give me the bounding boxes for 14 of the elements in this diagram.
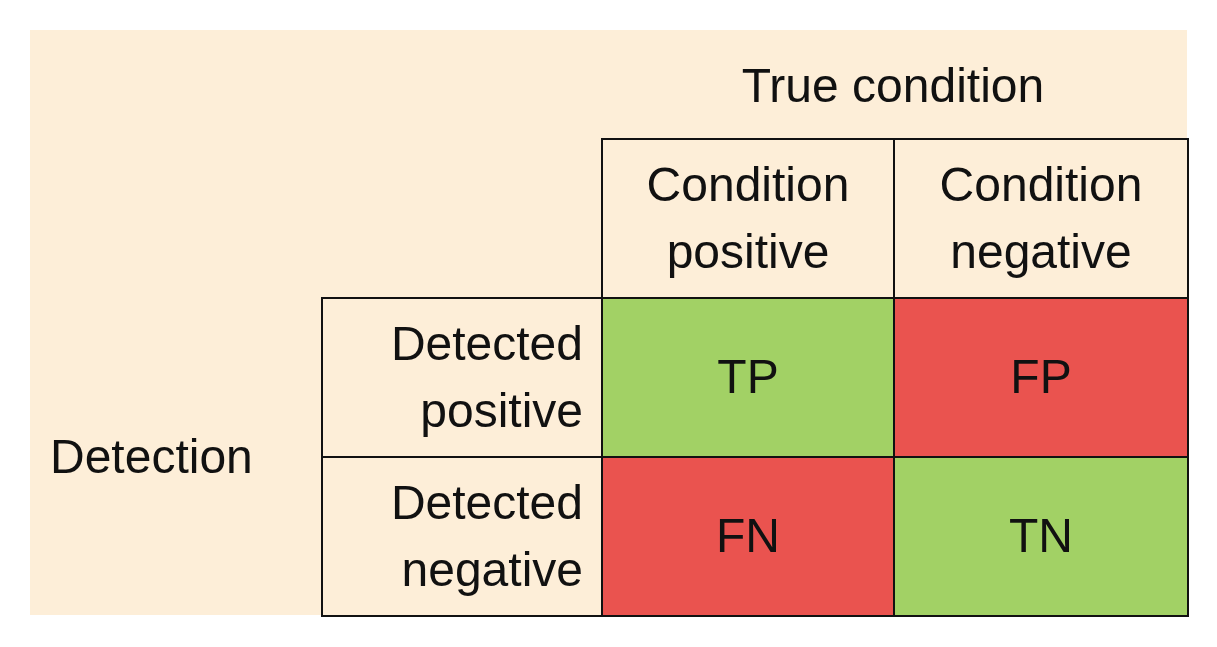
- matrix-cell: [893, 456, 1189, 617]
- cell-text: FN: [716, 508, 780, 565]
- cell-text: Detected negative: [389, 475, 583, 598]
- cell-text: Condition positive: [645, 157, 851, 280]
- cell-text: Detected positive: [389, 316, 583, 439]
- matrix-cell: [601, 297, 895, 458]
- matrix-cell: [601, 456, 895, 617]
- cell-text: TP: [717, 349, 779, 406]
- axis-title: True condition: [741, 62, 1045, 110]
- axis-title: Detection: [50, 433, 253, 481]
- cell-text: FP: [1010, 349, 1072, 406]
- cell-text: Condition negative: [938, 157, 1144, 280]
- matrix-cell: [893, 297, 1189, 458]
- cell-text: TN: [1009, 508, 1073, 565]
